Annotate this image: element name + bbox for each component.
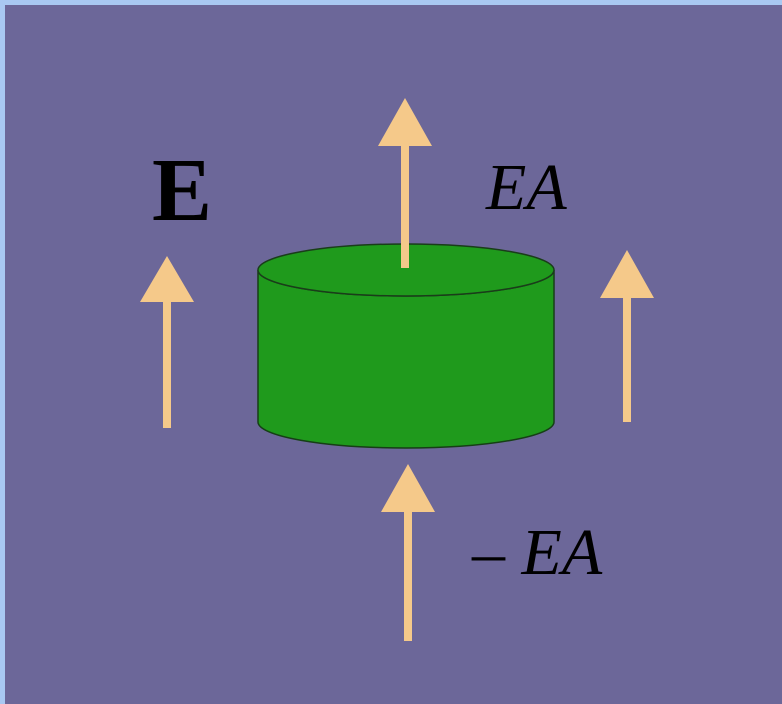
flux-arrow-bottom bbox=[381, 464, 435, 641]
bottom-flux-symbol: EA bbox=[521, 516, 603, 589]
field-arrow-right bbox=[600, 250, 654, 422]
bottom-flux-label: – EA bbox=[472, 520, 602, 586]
minus-sign: – bbox=[472, 516, 505, 589]
gaussian-cylinder bbox=[257, 243, 555, 449]
flux-arrow-top bbox=[378, 98, 432, 268]
field-arrow-left bbox=[140, 256, 194, 428]
field-vector-label: E bbox=[152, 141, 213, 240]
top-flux-label: EA bbox=[486, 151, 567, 224]
